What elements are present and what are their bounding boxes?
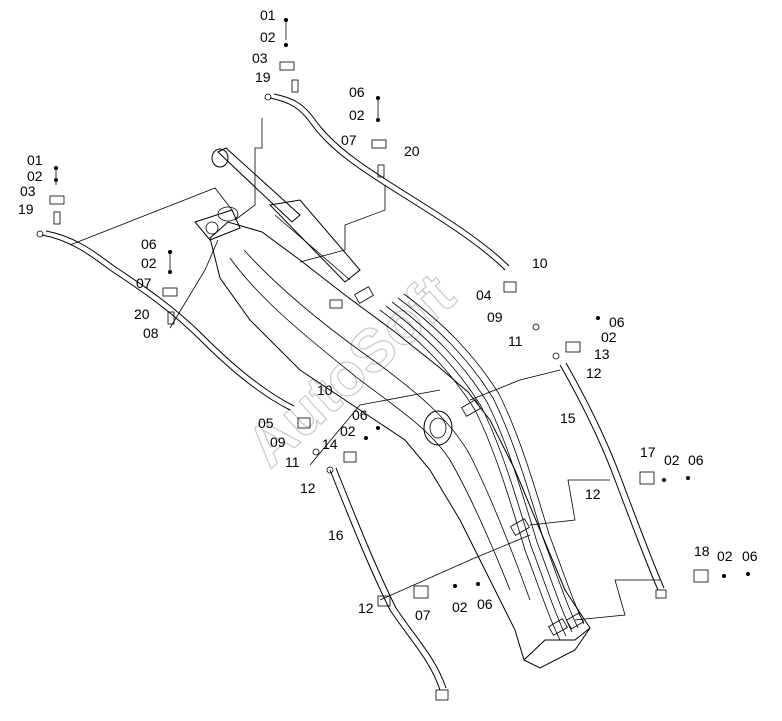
callout-label: 01 [27, 152, 43, 168]
tube-15 [559, 362, 667, 599]
callout-label: 07 [415, 607, 431, 623]
watermark-text: AutoSoft [234, 260, 467, 479]
callout-label: 02 [717, 548, 733, 564]
callout-label: 02 [601, 329, 617, 345]
callout-label: 19 [255, 69, 271, 85]
callout-label: 02 [664, 452, 680, 468]
callout-label: 06 [141, 236, 157, 252]
callout-label: 09 [487, 309, 503, 325]
callout-label: 02 [349, 107, 365, 123]
callout-label: 02 [260, 29, 276, 45]
callout-label: 06 [477, 596, 493, 612]
callout-label: 07 [136, 275, 152, 291]
callout-label: 06 [688, 452, 704, 468]
callout-label: 03 [20, 183, 36, 199]
callout-label: 20 [134, 306, 150, 322]
callout-label: 06 [349, 84, 365, 100]
callout-label: 02 [27, 168, 43, 184]
callout-label: 08 [143, 325, 159, 341]
callout-label: 07 [341, 132, 357, 148]
callout-label: 05 [258, 415, 274, 431]
callout-label: 10 [532, 255, 548, 271]
callout-label: 15 [560, 410, 576, 426]
callout-label: 12 [586, 365, 602, 381]
callout-label: 11 [285, 454, 300, 470]
tube-19-upper [264, 93, 510, 271]
callout-label: 12 [300, 480, 316, 496]
callout-label: 13 [594, 346, 610, 362]
callout-label: 14 [322, 436, 338, 452]
callout-label: 06 [609, 314, 625, 330]
callout-label: 06 [352, 407, 368, 423]
leader-lines [69, 118, 660, 621]
callout-label: 01 [260, 7, 276, 23]
callout-label: 12 [358, 600, 374, 616]
callout-label: 16 [328, 527, 344, 543]
callout-label: 03 [252, 50, 268, 66]
callout-label: 20 [404, 143, 420, 159]
callout-label: 02 [340, 423, 356, 439]
tube-19-left [36, 230, 295, 411]
tube-lines [379, 293, 585, 641]
callout-label: 11 [508, 333, 523, 349]
callout-label: 10 [317, 382, 333, 398]
callout-label: 17 [640, 444, 656, 460]
callout-label: 06 [742, 548, 758, 564]
part-labels: 01 02 03 19 06 02 07 20 01 02 03 19 06 0… [18, 7, 758, 623]
callout-label: 09 [270, 434, 286, 450]
callout-label: 04 [476, 287, 492, 303]
callout-label: 02 [452, 599, 468, 615]
callout-label: 18 [694, 543, 710, 559]
callout-label: 02 [141, 255, 157, 271]
tube-16 [329, 467, 449, 701]
boom [194, 206, 591, 669]
callout-label: 12 [585, 486, 601, 502]
hardware [49, 18, 750, 607]
callout-label: 19 [18, 201, 34, 217]
